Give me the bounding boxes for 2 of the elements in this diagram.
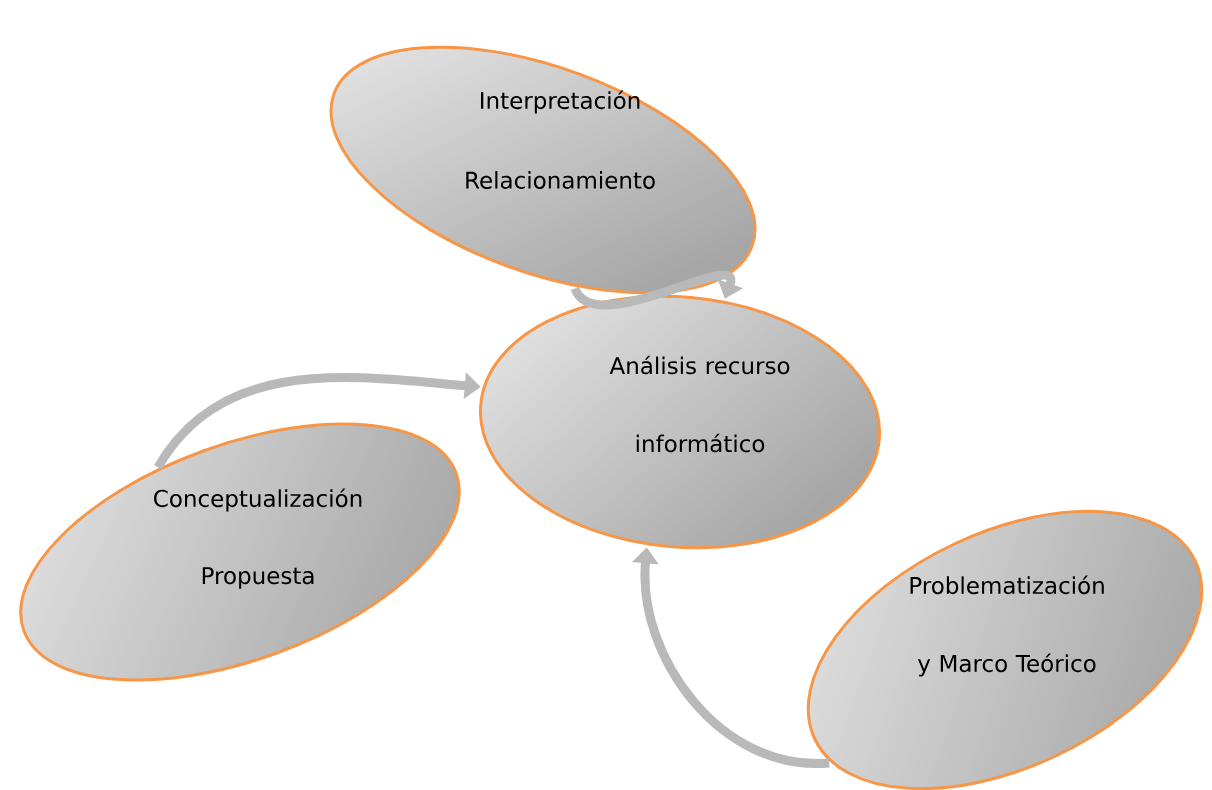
- ellipse-node: Análisis recurso informático: [479, 294, 881, 550]
- curved-arrow: [571, 270, 744, 310]
